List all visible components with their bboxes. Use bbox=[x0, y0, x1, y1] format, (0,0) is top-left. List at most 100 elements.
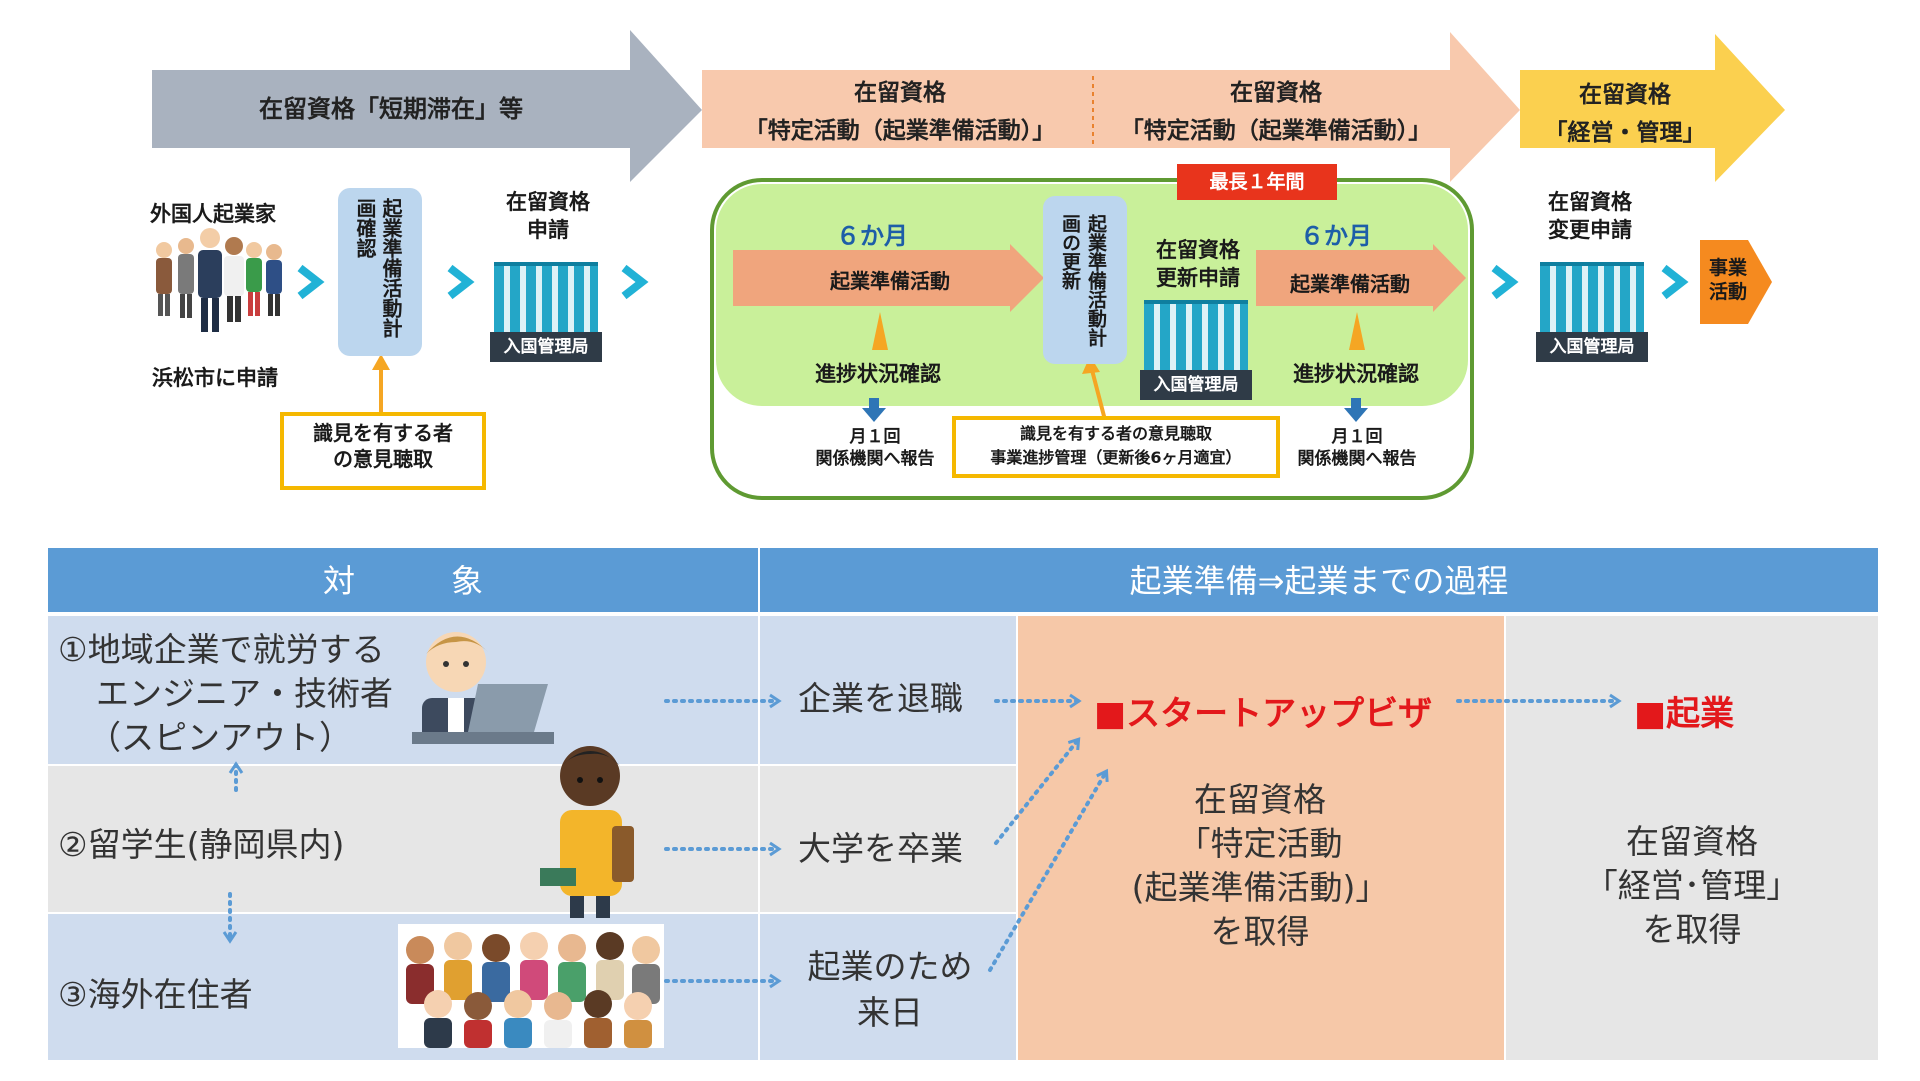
phase2-arrow bbox=[702, 32, 1520, 182]
mgmt-status-line2: 「経営･管理」 bbox=[1584, 866, 1800, 905]
row2-bg-step bbox=[760, 766, 1016, 912]
monthly-report-a: 月１回 関係機関へ報告 bbox=[790, 426, 960, 470]
plan-update-label: 起業準備活動計画の更新 bbox=[1059, 214, 1107, 347]
row1-line1: ①地域企業で就労する bbox=[58, 630, 385, 669]
phase3-label: 在留資格 「経営・管理」 bbox=[1520, 76, 1730, 152]
immigration-label-2: 入国管理局 bbox=[1140, 370, 1252, 400]
progress-check-a-label: 進捗状況確認 bbox=[815, 362, 941, 386]
expert-opinion-line2: の意見聴取 bbox=[333, 447, 433, 471]
monthly-report-a-line1: 月１回 bbox=[849, 427, 901, 447]
prep-arrow-b bbox=[1256, 244, 1466, 312]
phase2a-label: 在留資格 「特定活動（起業準備活動）」 bbox=[710, 74, 1090, 150]
startup-status-label: 在留資格 「特定活動 (起業準備活動)」 を取得 bbox=[1060, 778, 1460, 954]
immigration-building-1 bbox=[494, 262, 598, 334]
row1-bg-step bbox=[760, 616, 1016, 764]
kigyo-column bbox=[1506, 616, 1878, 1060]
student-illustration bbox=[540, 746, 634, 918]
phase3-line2: 「経営・管理」 bbox=[1544, 120, 1706, 146]
row1-bg-left bbox=[48, 616, 758, 764]
immigration-label-3: 入国管理局 bbox=[1536, 332, 1648, 362]
mgmt-note-line2: 事業進捗管理（更新後6ヶ月適宜） bbox=[990, 448, 1242, 467]
overseas-people-illustration bbox=[398, 924, 664, 1048]
status-apply-line1: 在留資格 bbox=[506, 190, 590, 214]
mgmt-status-line1: 在留資格 bbox=[1626, 822, 1758, 861]
row2-label: ②留学生(静岡県内) bbox=[58, 825, 345, 864]
apply-city-label: 浜松市に申請 bbox=[152, 366, 278, 390]
business-activity-line2: 活動 bbox=[1708, 281, 1747, 303]
business-activity-line1: 事業 bbox=[1708, 257, 1747, 279]
startup-status-line1: 在留資格 bbox=[1194, 780, 1326, 819]
step1-label: 企業を退職 bbox=[798, 679, 963, 718]
row1-label: ①地域企業で就労する エンジニア・技術者 （スピンアウト） bbox=[58, 628, 393, 760]
renewal-apply-label: 在留資格 更新申請 bbox=[1138, 236, 1258, 292]
startup-status-line4: を取得 bbox=[1210, 912, 1310, 951]
phase2b-label: 在留資格 「特定活動（起業準備活動）」 bbox=[1096, 74, 1456, 150]
change-apply-line2: 変更申請 bbox=[1548, 218, 1632, 242]
business-arrow bbox=[1700, 240, 1772, 324]
status-apply-label: 在留資格 申請 bbox=[488, 188, 608, 244]
step3-line1: 起業のため bbox=[807, 947, 973, 986]
mgmt-note-line1: 識見を有する者の意見聴取 bbox=[1019, 424, 1212, 443]
phase1-label: 在留資格「短期滞在」等 bbox=[259, 95, 523, 123]
change-apply-line1: 在留資格 bbox=[1548, 190, 1632, 214]
down-arrow-b bbox=[1344, 408, 1368, 422]
header-target-label: 対 象 bbox=[322, 562, 483, 600]
monthly-report-b: 月１回 関係機関へ報告 bbox=[1272, 426, 1442, 470]
step2-label: 大学を卒業 bbox=[798, 829, 963, 868]
status-apply-line2: 申請 bbox=[527, 218, 569, 242]
immigration-label-1: 入国管理局 bbox=[490, 332, 602, 362]
plan-confirm-box: 起業準備活動計画確認 bbox=[338, 188, 422, 356]
mgmt-note-box: 識見を有する者の意見聴取 事業進捗管理（更新後6ヶ月適宜） bbox=[952, 416, 1280, 478]
mgmt-status-line3: を取得 bbox=[1642, 910, 1742, 949]
table-header-target bbox=[48, 548, 758, 612]
row2-bg-left bbox=[48, 766, 758, 912]
plan-confirm-label: 起業準備活動計画確認 bbox=[353, 198, 403, 338]
phase2a-line2: 「特定活動（起業準備活動）」 bbox=[744, 118, 1056, 144]
header-process-label: 起業準備⇒起業までの過程 bbox=[1129, 562, 1509, 600]
expert-opinion-line1: 識見を有する者 bbox=[313, 421, 453, 445]
engineer-illustration bbox=[412, 632, 554, 744]
step3-label: 起業のため 来日 bbox=[790, 944, 990, 1036]
row1-line3: （スピンアウト） bbox=[88, 718, 352, 757]
table-arrows-layer bbox=[222, 693, 1622, 989]
kigyo-label: ■起業 bbox=[1634, 694, 1735, 734]
startup-status-line2: 「特定活動 bbox=[1177, 824, 1343, 863]
monthly-report-b-line1: 月１回 bbox=[1331, 427, 1383, 447]
max-period-badge: 最長１年間 bbox=[1177, 164, 1337, 200]
change-apply-label: 在留資格 変更申請 bbox=[1530, 188, 1650, 244]
renewal-apply-line2: 更新申請 bbox=[1156, 266, 1240, 290]
monthly-report-a-line2: 関係機関へ報告 bbox=[815, 449, 935, 469]
progress-check-b-label: 進捗状況確認 bbox=[1293, 362, 1419, 386]
immigration-building-2 bbox=[1144, 300, 1248, 372]
entrepreneurs-illustration bbox=[156, 228, 282, 332]
up-arrow-b bbox=[1349, 312, 1365, 350]
business-activity-label: 事業 活動 bbox=[1700, 256, 1756, 304]
months-a-label: ６か月 bbox=[836, 222, 908, 250]
down-arrow-a bbox=[862, 408, 886, 422]
startup-status-line3: (起業準備活動)」 bbox=[1131, 868, 1389, 907]
immigration-building-3 bbox=[1540, 262, 1644, 334]
expert-opinion-box: 識見を有する者 の意見聴取 bbox=[280, 412, 486, 490]
phase3-arrow bbox=[1520, 34, 1785, 182]
months-b-label: ６か月 bbox=[1300, 222, 1372, 250]
row3-bg-step bbox=[760, 914, 1016, 1060]
row1-line2: エンジニア・技術者 bbox=[96, 674, 393, 713]
prep-activity-b-label: 起業準備活動 bbox=[1290, 272, 1410, 296]
plan-update-box: 起業準備活動計画の更新 bbox=[1043, 196, 1127, 364]
phase2b-line1: 在留資格 bbox=[1230, 80, 1322, 106]
renewal-apply-line1: 在留資格 bbox=[1156, 238, 1240, 262]
phase3-line1: 在留資格 bbox=[1579, 82, 1671, 108]
up-arrow-a bbox=[872, 312, 888, 350]
foreign-entrepreneur-label: 外国人起業家 bbox=[150, 202, 276, 226]
phase1-arrow bbox=[152, 30, 702, 182]
mgmt-status-label: 在留資格 「経営･管理」 を取得 bbox=[1520, 820, 1864, 952]
monthly-report-b-line2: 関係機関へ報告 bbox=[1297, 449, 1417, 469]
step3-line2: 来日 bbox=[857, 993, 923, 1032]
prep-activity-a-label: 起業準備活動 bbox=[830, 269, 950, 293]
row3-label: ③海外在住者 bbox=[58, 975, 253, 1014]
startup-column bbox=[1018, 616, 1504, 1060]
phase2b-line2: 「特定活動（起業準備活動）」 bbox=[1120, 118, 1432, 144]
prep-arrow-a bbox=[733, 244, 1044, 312]
startup-visa-label: ■スタートアップビザ bbox=[1094, 694, 1433, 734]
table-header-process bbox=[760, 548, 1878, 612]
